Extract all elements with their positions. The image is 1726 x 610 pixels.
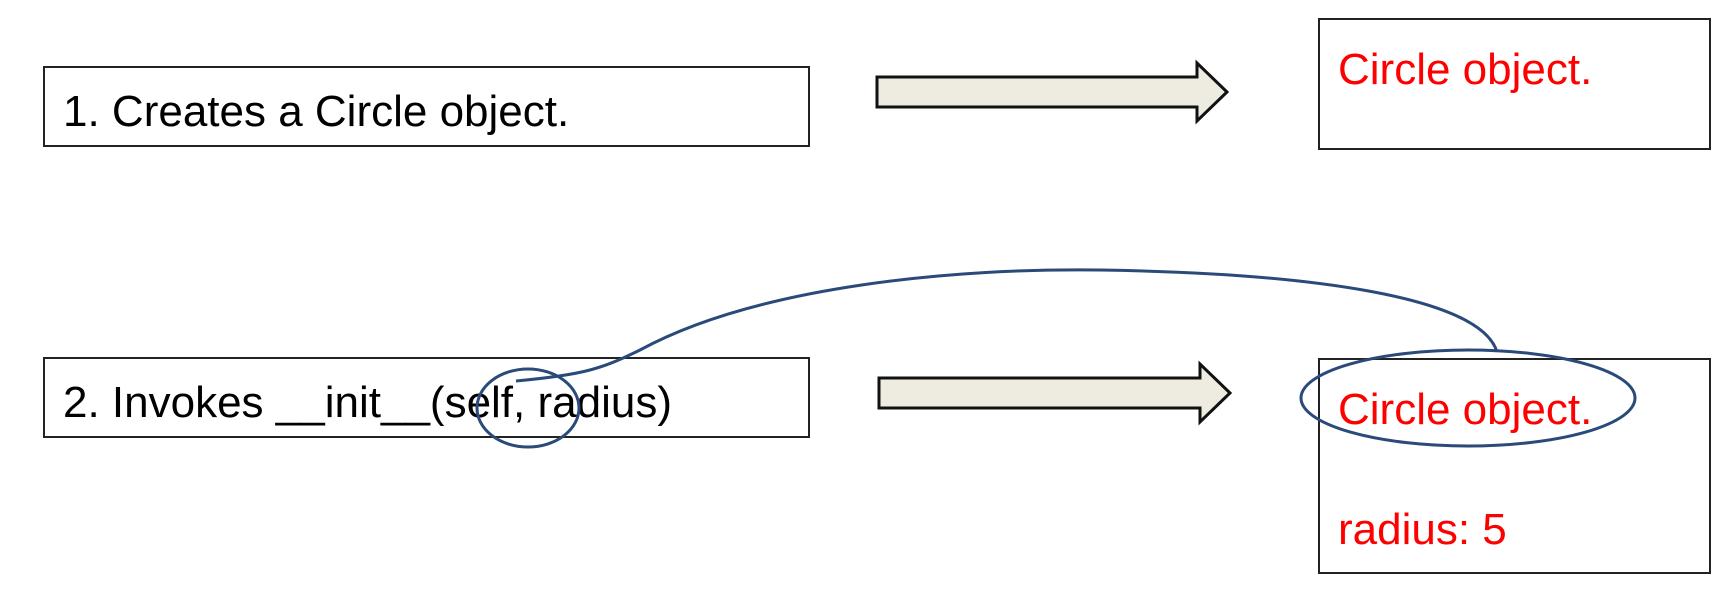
step-2-label: 2. Invokes __init__(self, radius) [63, 378, 672, 427]
circle-object-title-2: Circle object. [1338, 385, 1593, 434]
step-2-box: 2. Invokes __init__(self, radius) [43, 357, 810, 438]
step-1-box: 1. Creates a Circle object. [43, 66, 810, 147]
arrow-right-2 [877, 360, 1233, 426]
circle-object-box-2: Circle object. radius: 5 [1318, 358, 1711, 574]
circle-object-box-1: Circle object. [1318, 18, 1711, 150]
radius-attribute: radius: 5 [1338, 505, 1507, 554]
arrow-right-1 [875, 59, 1230, 125]
step-1-label: 1. Creates a Circle object. [63, 87, 570, 136]
circle-object-title-1: Circle object. [1338, 45, 1593, 94]
